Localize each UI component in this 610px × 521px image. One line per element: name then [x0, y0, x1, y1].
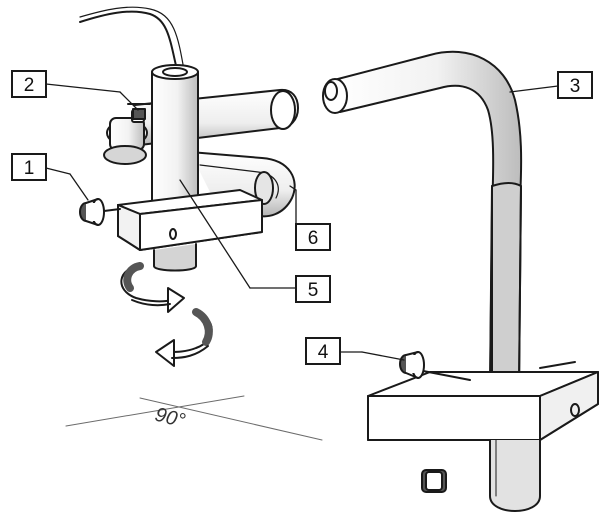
leader-lines	[45, 83, 559, 361]
callout-1: 1	[11, 153, 47, 181]
rotate-arrow-upper	[120, 262, 185, 313]
clamp	[103, 109, 148, 165]
angle-lines	[65, 395, 323, 441]
bent-tube-end	[254, 171, 274, 205]
callout-4-label: 4	[318, 342, 329, 363]
stand-foot	[421, 469, 447, 493]
callout-5-label: 5	[308, 280, 319, 301]
callout-5: 5	[295, 275, 331, 303]
callout-2: 2	[11, 70, 47, 98]
cable-inner	[79, 6, 185, 71]
stand-bottom-cylinder	[489, 439, 541, 512]
vertical-holder-tube	[151, 64, 199, 203]
callout-1-label: 1	[24, 158, 35, 179]
stand-base	[367, 361, 599, 441]
tube-bottom-stub	[153, 243, 197, 272]
knob-screw	[79, 198, 121, 226]
callout-3: 3	[557, 71, 593, 99]
holder-block	[117, 189, 263, 251]
stand-base-knob	[399, 351, 471, 381]
callout-4: 4	[305, 337, 341, 365]
callout-6: 6	[295, 223, 331, 251]
callout-6-label: 6	[308, 228, 319, 249]
cable	[79, 10, 178, 71]
callout-3-label: 3	[570, 76, 581, 97]
gooseneck-stand-arm	[322, 50, 523, 393]
callout-2-label: 2	[24, 75, 35, 96]
rotate-arrow-lower	[155, 308, 213, 367]
